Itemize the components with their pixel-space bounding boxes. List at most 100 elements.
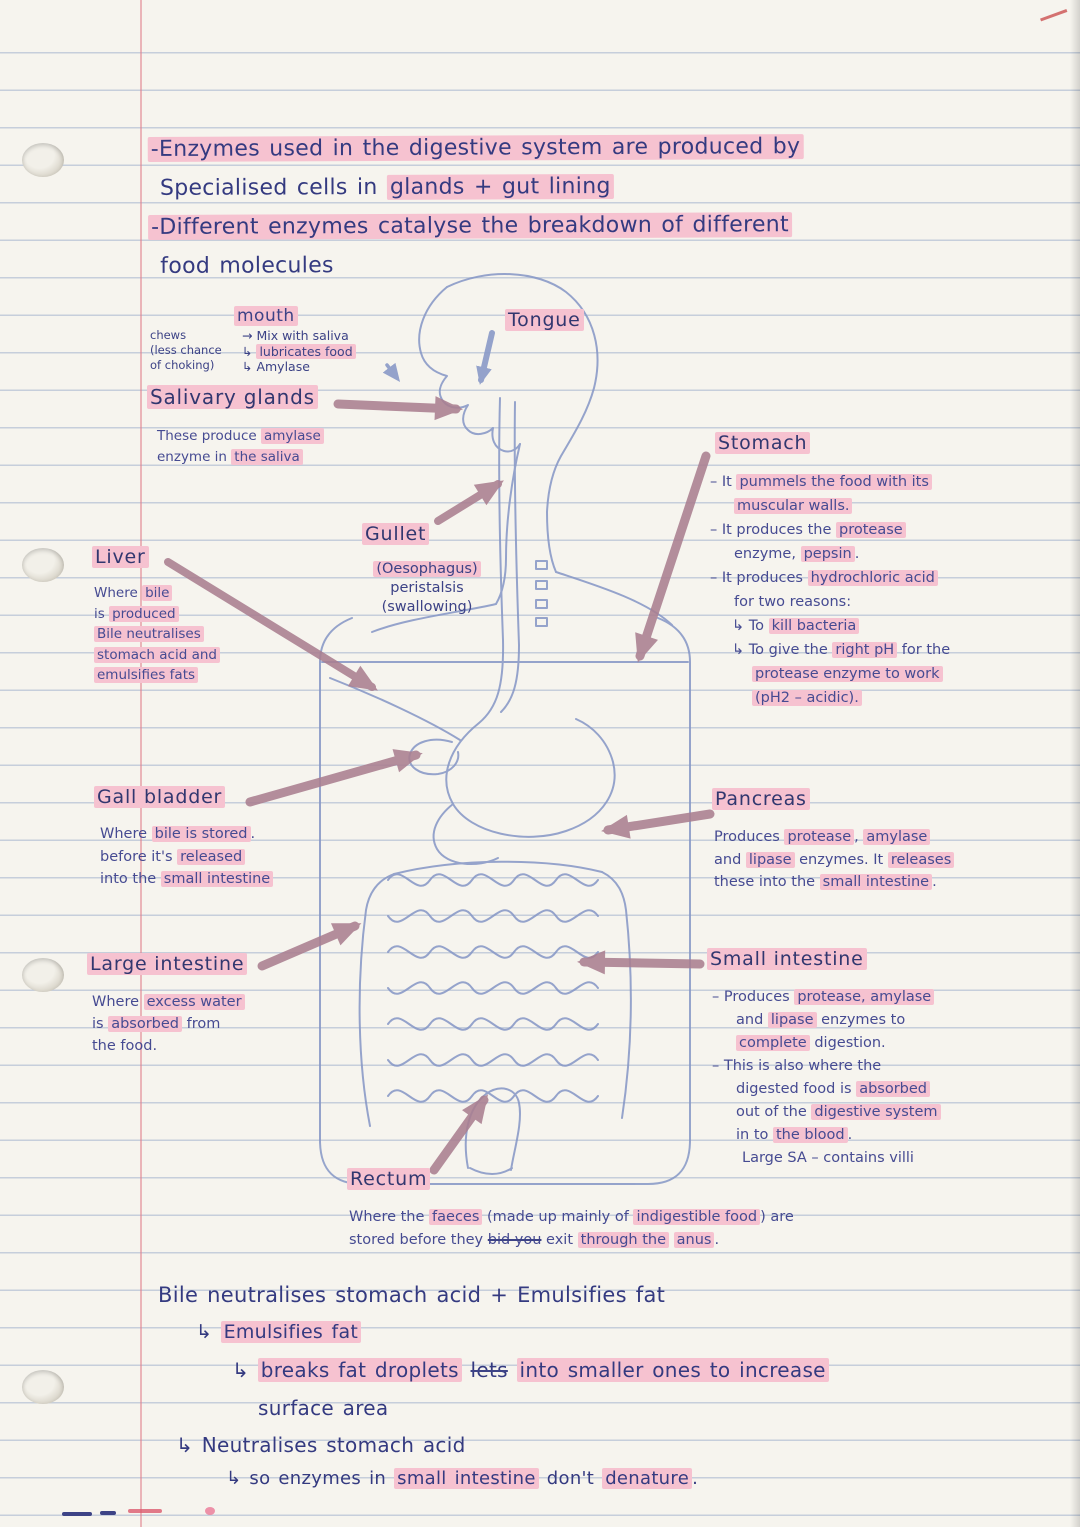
note-line: is produced <box>94 604 220 625</box>
rectum-label-text: Rectum <box>347 1168 431 1190</box>
note-line: stored before they bid you exit through … <box>349 1232 720 1248</box>
note-line: -Enzymes used in the digestive system ar… <box>147 126 1058 169</box>
mouth-details: chews (less chance of choking) → Mix wit… <box>150 328 356 375</box>
bile-summary-line: ↳ breaks fat droplets lets into smaller … <box>232 1358 829 1382</box>
arrow-to-pancreas <box>601 809 715 839</box>
small-blue-arrows <box>382 330 495 385</box>
note-line: – This is also where the <box>712 1058 882 1074</box>
note-line: – It produces hydrochloric acid <box>710 566 1040 590</box>
peristalsis-mark <box>535 617 548 627</box>
arrow-from-gall-bladder-label <box>245 749 423 807</box>
note-line: ↳ To kill bacteria <box>710 614 1040 638</box>
salivary-glands-label-text: Salivary glands <box>147 385 318 409</box>
note-line: out of the digestive system <box>712 1101 1032 1124</box>
tongue-label: Tongue <box>505 309 584 331</box>
liver-note: Where bile is produced Bile neutralises … <box>94 583 220 686</box>
small-intestine-coils <box>387 1053 599 1067</box>
arrow-to-small-intestine <box>577 950 705 975</box>
large-intestine-note: Where excess water is absorbed from the … <box>92 991 245 1057</box>
liver-label-text: Liver <box>92 546 149 568</box>
note-line: before it's released <box>100 846 273 869</box>
label-arrows <box>164 396 715 1175</box>
small-intestine-coils <box>387 945 599 959</box>
large-intestine-label-text: Large intestine <box>87 953 248 975</box>
large-intestine-label: Large intestine <box>87 953 248 975</box>
stray-pen-mark <box>100 1511 116 1515</box>
neck-right <box>546 511 557 573</box>
note-line: peristalsis <box>390 580 464 596</box>
arrow-from-large-intestine-label <box>257 921 362 971</box>
peristalsis-mark <box>535 560 548 570</box>
note-line: the food. <box>92 1038 158 1054</box>
gullet-label: Gullet <box>362 523 430 545</box>
note-line: These produce amylase <box>157 426 324 447</box>
pancreas-label: Pancreas <box>712 788 810 810</box>
note-line: – It produces the protease <box>710 518 1040 542</box>
note-line: Specialised cells in glands + gut lining <box>148 165 1058 208</box>
bile-summary-line: surface area <box>258 1396 389 1420</box>
bile-summary-line: ↳ so enzymes in small intestine don't de… <box>226 1468 699 1489</box>
stray-pen-mark <box>62 1512 92 1516</box>
small-intestine-coils <box>387 909 599 923</box>
liver-line <box>329 677 461 741</box>
small-intestine-coils <box>387 981 599 995</box>
note-line: enzyme, pepsin. <box>734 546 860 562</box>
gall-bladder-shape <box>408 738 460 776</box>
note-line: and lipase enzymes. It releases <box>714 849 955 872</box>
rectum-note: Where the faeces (made up mainly of indi… <box>349 1206 969 1252</box>
stray-pen-mark <box>128 1509 162 1513</box>
small-intestine-label-text: Small intestine <box>707 948 867 970</box>
torso-outline <box>319 617 691 1185</box>
note-line: Produces protease, amylase <box>714 826 954 849</box>
note-line: muscular walls. <box>710 494 1040 518</box>
body-sketch <box>319 273 691 1185</box>
mouth-right-column: → Mix with saliva ↳ lubricates food ↳ Am… <box>242 328 356 375</box>
arrow-to-stomach <box>635 451 711 663</box>
mouth-note: chews <box>150 328 187 342</box>
tongue-label-text: Tongue <box>505 309 584 331</box>
arrow-from-rectum-label <box>429 1094 489 1175</box>
note-line: emulsifies fats <box>94 665 220 686</box>
stomach-inner <box>500 644 520 713</box>
note-line: -Different enzymes catalyse the breakdow… <box>148 204 1058 247</box>
pancreas-label-text: Pancreas <box>712 788 810 810</box>
top-notes: -Enzymes used in the digestive system ar… <box>147 126 1059 286</box>
mouth-note: ↳ lubricates food <box>242 343 356 360</box>
note-line: enzyme in the saliva <box>157 447 324 468</box>
note-line: Where excess water <box>92 991 245 1013</box>
mouth-section: mouth chews (less chance of choking) → M… <box>150 306 356 375</box>
note-line: – It pummels the food with its <box>710 470 1040 494</box>
mouth-note: (less chance <box>150 343 222 357</box>
mouth-note: ↳ Amylase <box>242 359 310 374</box>
stomach-note: – It pummels the food with its muscular … <box>710 470 1040 710</box>
stray-pen-mark <box>1036 0 1068 22</box>
note-line: (pH2 – acidic). <box>710 686 1040 710</box>
salivary-glands-label: Salivary glands <box>147 385 318 409</box>
note-line: Where bile <box>94 583 220 604</box>
note-line: (Oesophagus) <box>352 560 502 579</box>
note-line: stomach acid and <box>94 645 220 666</box>
small-intestine-note: – Produces protease, amylase and lipase … <box>712 986 1032 1170</box>
note-line: Bile neutralises <box>94 624 220 645</box>
note-line: complete digestion. <box>712 1032 1032 1055</box>
note-line: Where bile is stored. <box>100 826 256 842</box>
stomach-outline <box>445 639 616 838</box>
large-intestine-left <box>358 873 395 1127</box>
large-intestine-top <box>393 860 603 875</box>
arrow-from-tongue-label <box>476 330 495 385</box>
duodenum <box>432 803 499 865</box>
note-line: – Produces protease, amylase <box>712 986 1032 1009</box>
small-intestine-coils <box>387 1017 599 1031</box>
bile-summary-line: ↳ Emulsifies fat <box>196 1321 362 1343</box>
note-line: Large SA – contains villi <box>742 1150 914 1166</box>
bile-summary-line: Bile neutralises stomach acid + Emulsifi… <box>158 1283 666 1307</box>
arrow-to-mouth <box>382 362 401 382</box>
arrow-to-gullet <box>434 480 504 525</box>
note-line: is absorbed from <box>92 1016 221 1032</box>
stomach-label: Stomach <box>715 432 811 454</box>
note-line: (swallowing) <box>381 599 473 615</box>
gullet-label-text: Gullet <box>362 523 430 545</box>
mouth-label-text: mouth <box>234 306 298 326</box>
note-line: ↳ To give the right pH for the <box>732 642 951 658</box>
